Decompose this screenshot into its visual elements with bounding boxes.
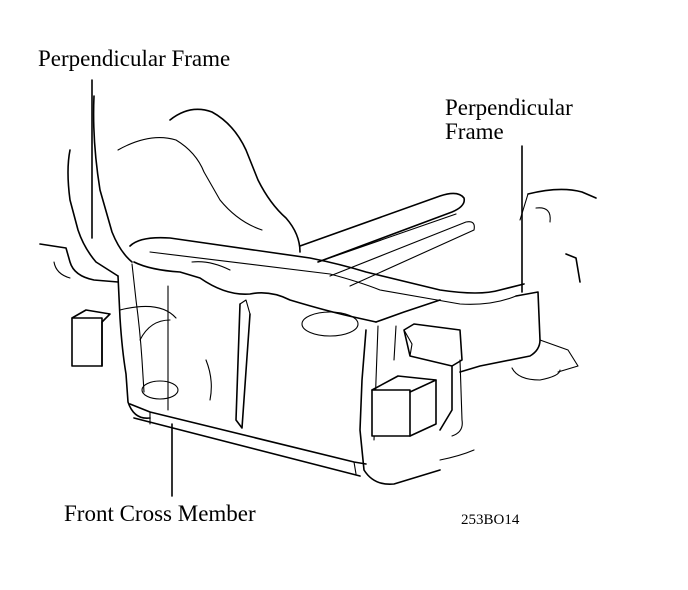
label-right-line2: Frame bbox=[445, 119, 504, 144]
side-rail bbox=[299, 192, 475, 287]
leader-lines bbox=[91, 79, 523, 497]
label-perpendicular-frame-left: Perpendicular Frame bbox=[38, 46, 231, 71]
left-upright bbox=[71, 263, 177, 419]
right-perpendicular-frame bbox=[439, 188, 597, 461]
left-perpendicular-frame bbox=[39, 95, 301, 283]
front-panel bbox=[129, 285, 367, 477]
label-right-line1: Perpendicular bbox=[445, 95, 573, 120]
label-perpendicular-frame-right: Perpendicular Frame bbox=[445, 96, 573, 144]
label-front-cross-member: Front Cross Member bbox=[64, 501, 256, 526]
figure-code: 253BO14 bbox=[461, 512, 520, 528]
front-cross-member-top bbox=[129, 236, 525, 337]
right-upright bbox=[359, 323, 463, 486]
